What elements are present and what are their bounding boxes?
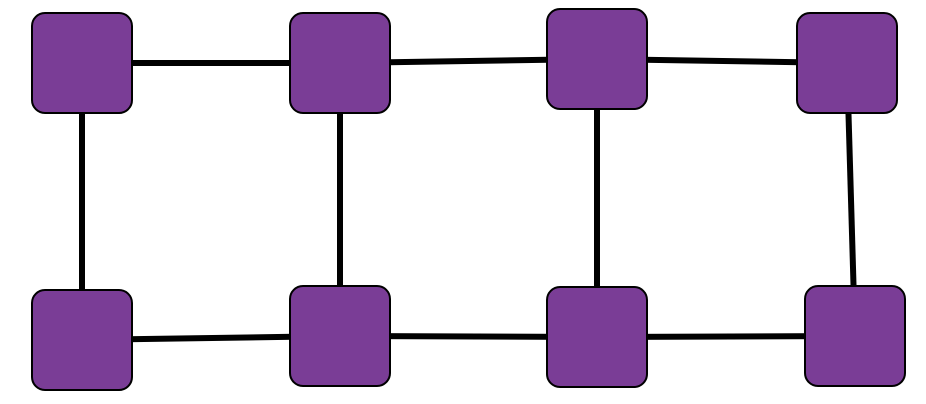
edge-layer	[79, 56, 858, 343]
node-r0-c2	[546, 8, 648, 110]
node-r0-c0	[31, 12, 133, 114]
node-r1-c0	[31, 289, 133, 391]
node-layer	[31, 8, 906, 391]
node-r0-c3	[796, 12, 898, 114]
node-r1-c3	[804, 285, 906, 387]
node-r1-c1	[289, 285, 391, 387]
node-r1-c2	[546, 286, 648, 388]
node-r0-c1	[289, 12, 391, 114]
